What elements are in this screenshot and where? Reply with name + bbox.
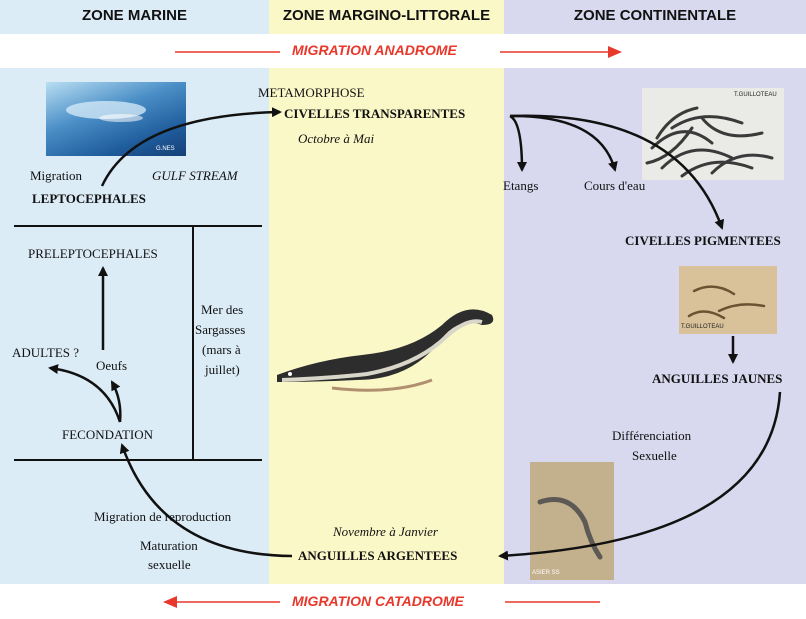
arrow-to-pigmentees	[509, 114, 725, 230]
differenciation-line2: Sexuelle	[632, 448, 677, 463]
catadrome-band	[0, 584, 806, 619]
differenciation-line1: Différenciation	[612, 428, 692, 443]
arrow-jaunes-to-argentees	[498, 391, 782, 561]
arrow-to-etangs	[509, 114, 527, 172]
argentee-credit: ASIER SS	[532, 570, 560, 576]
pigmentees-photo: T.GUILLOTEAU	[679, 266, 777, 334]
mer-sargasses-line3: (mars à	[202, 342, 241, 357]
civelles-pigmentees-label: CIVELLES PIGMENTEES	[625, 233, 781, 248]
arrow-fecondation-to-oeufs	[110, 380, 122, 423]
zone-margino-bg	[269, 0, 504, 619]
anguilles-argentees-label: ANGUILLES ARGENTEES	[298, 548, 458, 563]
mer-sargasses-line2: Sargasses	[195, 322, 246, 337]
gulf-stream-label: GULF STREAM	[152, 168, 238, 183]
novembre-janvier-label: Novembre à Janvier	[333, 524, 438, 539]
oeufs-label: Oeufs	[96, 358, 128, 373]
octobre-mai-label: Octobre à Mai	[298, 131, 375, 146]
preleptocephales-label: PRELEPTOCEPHALES	[28, 246, 158, 261]
arrow-lepto-to-civelles	[100, 107, 282, 187]
eel-illustration	[277, 309, 494, 392]
anguilles-jaunes-label: ANGUILLES JAUNES	[652, 371, 783, 386]
maturation-line2: sexuelle	[148, 557, 191, 572]
mer-sargasses-line1: Mer des	[201, 302, 244, 317]
leptocephale-credit: G.NES	[156, 146, 175, 152]
maturation-line1: Maturation	[140, 538, 198, 553]
cours-eau-label: Cours d'eau	[584, 178, 646, 193]
arrow-argentees-to-fecondation	[119, 443, 293, 558]
leptocephale-photo: G.NES	[46, 82, 186, 156]
civelles-credit: T.GUILLOTEAU	[734, 92, 777, 98]
migration-anadrome-label: MIGRATION ANADROME	[292, 42, 457, 58]
metamorphose-label: METAMORPHOSE	[258, 85, 365, 100]
etangs-label: Etangs	[503, 178, 539, 193]
arrow-fecondation-to-adultes	[48, 364, 122, 423]
argentee-photo: ASIER SS	[530, 462, 614, 580]
migration-catadrome-label: MIGRATION CATADROME	[292, 593, 464, 609]
zone-marine-header: ZONE MARINE	[82, 7, 187, 24]
civelles-transparentes-label: CIVELLES TRANSPARENTES	[284, 106, 466, 121]
mer-sargasses-line4: juillet)	[205, 362, 240, 377]
leptocephales-label: LEPTOCEPHALES	[32, 191, 146, 206]
zone-continental-header: ZONE CONTINENTALE	[573, 7, 737, 24]
pigmentees-image	[687, 285, 766, 320]
leptocephale-image	[66, 101, 146, 122]
fecondation-label: FECONDATION	[62, 427, 153, 442]
civelles-photo: T.GUILLOTEAU	[642, 88, 784, 180]
migration-reproduction-label: Migration de reproduction	[94, 509, 232, 524]
pigmentees-credit: T.GUILLOTEAU	[681, 324, 724, 330]
zone-margino-header: ZONE MARGINO-LITTORALE	[282, 7, 491, 24]
argentee-image	[537, 497, 603, 560]
anadrome-band	[0, 34, 806, 68]
migration-label: Migration	[30, 168, 82, 183]
adultes-label: ADULTES ?	[12, 345, 80, 360]
